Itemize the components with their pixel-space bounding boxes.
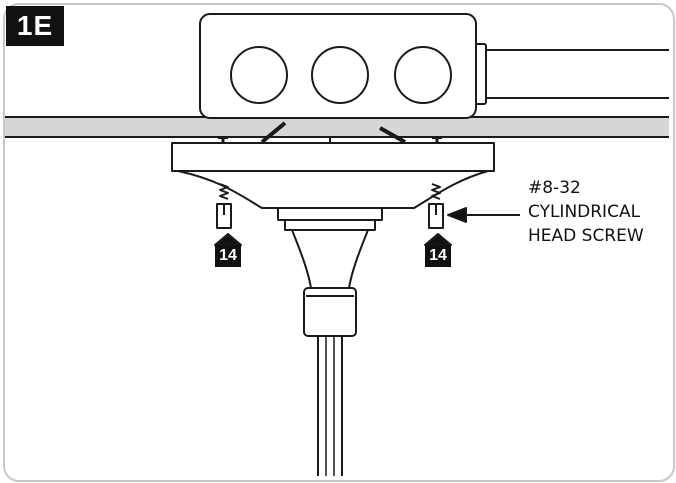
part-tag-right: 14 bbox=[425, 245, 451, 267]
screw-left bbox=[216, 183, 232, 229]
stem-neck bbox=[291, 229, 369, 289]
stem-ring bbox=[284, 219, 376, 231]
upper-screw-left bbox=[218, 136, 228, 143]
knockout-hole bbox=[311, 46, 369, 104]
knockout-hole bbox=[230, 46, 288, 104]
conduit-pipe bbox=[483, 49, 669, 99]
ceiling-panel bbox=[5, 116, 669, 138]
callout-line-size: #8-32 bbox=[528, 178, 581, 198]
pointer-triangle-right bbox=[424, 233, 452, 246]
callout-arrow-head bbox=[447, 207, 467, 223]
knockout-hole bbox=[394, 46, 452, 104]
canopy-dome bbox=[177, 170, 489, 209]
wire bbox=[260, 121, 287, 144]
part-tag-left: 14 bbox=[215, 245, 241, 267]
step-label: 1E bbox=[6, 6, 64, 46]
stem-collar bbox=[277, 207, 383, 221]
wire bbox=[379, 126, 406, 144]
callout-line-name: HEAD SCREW bbox=[528, 226, 644, 246]
canopy-plate bbox=[171, 142, 495, 172]
screw-right bbox=[428, 183, 444, 229]
screw-callout: #8-32 CYLINDRICAL HEAD SCREW bbox=[528, 176, 644, 248]
callout-line-type: CYLINDRICAL bbox=[528, 202, 641, 222]
power-cable bbox=[317, 335, 343, 476]
pointer-triangle-left bbox=[214, 233, 242, 246]
upper-screw-right bbox=[432, 136, 442, 143]
